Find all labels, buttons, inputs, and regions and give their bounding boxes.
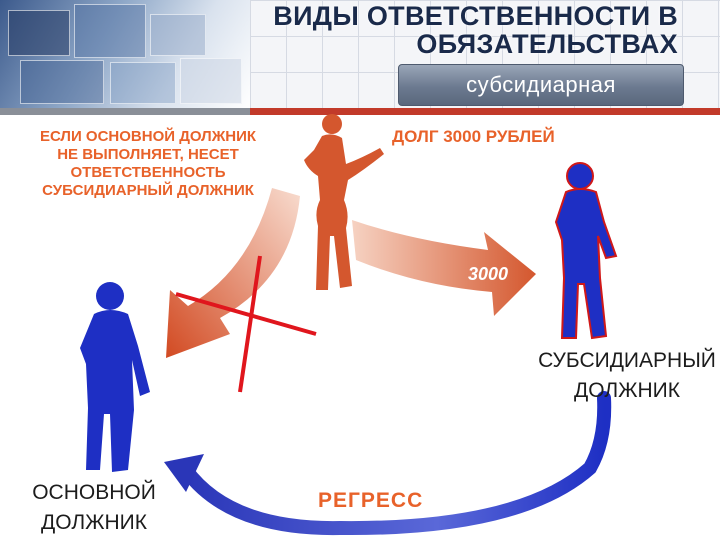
regress-label: РЕГРЕСС — [318, 489, 424, 512]
creditor-figure-icon — [304, 114, 384, 290]
amount-label: 3000 — [468, 264, 509, 284]
subtitle: субсидиарная — [466, 72, 616, 97]
condition-text: ЕСЛИ ОСНОВНОЙ ДОЛЖНИК НЕ ВЫПОЛНЯЕТ, НЕСЕ… — [8, 128, 288, 200]
condition-line-4: СУБСИДИАРНЫЙ ДОЛЖНИК — [42, 182, 254, 199]
title-line-1: ВИДЫ ОТВЕТСТВЕННОСТИ В — [273, 1, 678, 31]
slide-title: ВИДЫ ОТВЕТСТВЕННОСТИ В ОБЯЗАТЕЛЬСТВАХ — [248, 2, 678, 58]
subsidiary-label-line-1: СУБСИДИАРНЫЙ — [538, 349, 716, 372]
subsidiary-debtor-icon — [554, 162, 618, 340]
regress-arrow — [164, 391, 612, 536]
header-divider-gray — [0, 108, 250, 115]
condition-line-3: ОТВЕТСТВЕННОСТЬ — [70, 164, 226, 181]
condition-line-1: ЕСЛИ ОСНОВНОЙ ДОЛЖНИК — [39, 128, 257, 145]
debt-text: ДОЛГ 3000 РУБЛЕЙ — [392, 127, 555, 146]
main-debtor-icon — [80, 282, 150, 472]
subsidiary-label-line-2: ДОЛЖНИК — [574, 379, 680, 402]
subtitle-box: субсидиарная — [398, 64, 684, 106]
main-label-line-1: ОСНОВНОЙ — [32, 481, 156, 504]
debt-arrow-to-subsidiary — [352, 220, 536, 316]
condition-line-2: НЕ ВЫПОЛНЯЕТ, НЕСЕТ — [57, 146, 239, 163]
main-label-line-2: ДОЛЖНИК — [41, 511, 147, 534]
header-photo — [0, 0, 250, 108]
main-debtor-label: ОСНОВНОЙ ДОЛЖНИК — [14, 478, 174, 538]
title-line-2: ОБЯЗАТЕЛЬСТВАХ — [416, 29, 678, 59]
cross-mark — [175, 255, 317, 393]
debt-arrow-to-main — [166, 188, 300, 358]
header-divider-red — [250, 108, 720, 115]
subsidiary-debtor-label: СУБСИДИАРНЫЙ ДОЛЖНИК — [512, 346, 720, 406]
